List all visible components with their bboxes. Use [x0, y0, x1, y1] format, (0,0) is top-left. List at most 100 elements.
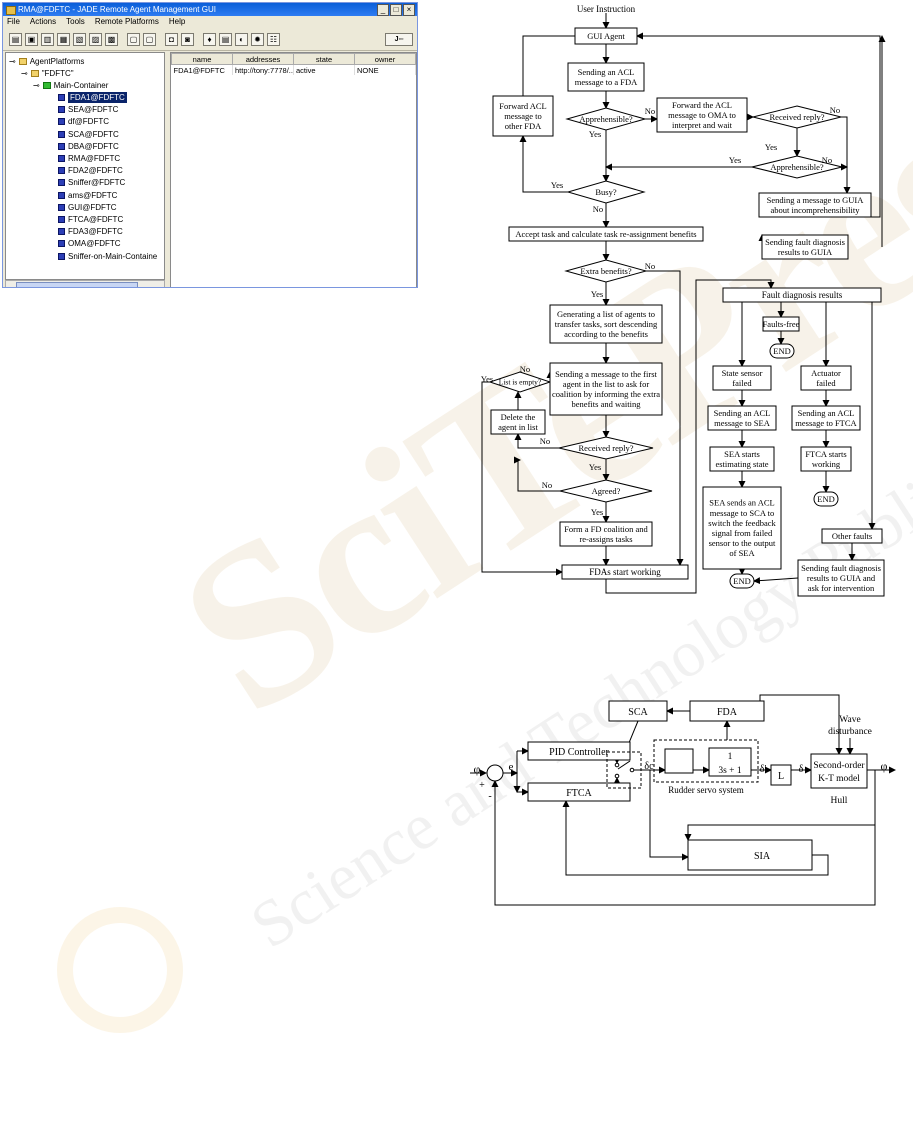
flow-label-send_fd_intervention: results to GUIA and	[807, 573, 876, 583]
tree-agent-item[interactable]: df@FDFTC	[58, 116, 109, 127]
stop-button[interactable]: ✹	[251, 32, 264, 46]
flow-edge-label: Yes	[589, 462, 601, 472]
column-header-addresses[interactable]: addresses	[232, 53, 294, 65]
delta-label: δ	[799, 764, 804, 775]
kt-label-2: K-T model	[818, 774, 860, 784]
switch-contact	[629, 767, 635, 773]
flow-label-forward_oma: message to OMA to	[668, 110, 736, 120]
phi-output: φ	[881, 759, 888, 773]
flow-label-end_1: END	[773, 346, 790, 356]
tree-agent-item[interactable]: GUI@FDFTC	[58, 202, 117, 213]
flow-label-form_fd: Form a FD coalition and	[564, 524, 648, 534]
tree-agent-item[interactable]: DBA@FDFTC	[58, 141, 119, 152]
resume-button[interactable]: ▦	[57, 32, 70, 46]
flow-edge-label: No	[645, 106, 655, 116]
menu-actions[interactable]: Actions	[29, 17, 57, 26]
migrate-button[interactable]: ▨	[89, 32, 102, 46]
flow-label-forward_oma: interpret and wait	[672, 120, 733, 130]
tree-agent-item[interactable]: FDA2@FDFTC	[58, 165, 123, 176]
menu-help[interactable]: Help	[168, 17, 186, 26]
agent-icon	[58, 228, 65, 236]
sniffer-button[interactable]: ◘	[165, 32, 178, 46]
column-header-owner[interactable]: owner	[354, 53, 416, 65]
flow-edge-label: Yes	[591, 507, 603, 517]
ftca-label: FTCA	[566, 788, 592, 799]
load-button[interactable]: ▢	[143, 32, 156, 46]
tree-agent-item[interactable]: SCA@FDFTC	[58, 129, 119, 140]
flow-label-generate_list: Generating a list of agents to	[557, 309, 655, 319]
column-header-state[interactable]: state	[293, 53, 355, 65]
flow-terminal-end_2	[813, 491, 839, 507]
settings-button[interactable]: ◐	[235, 32, 248, 46]
table-row[interactable]: FDA1@FDFTC http://tony:7778/... active N…	[171, 64, 416, 75]
close-button[interactable]: ×	[403, 4, 415, 16]
tree-agent-item[interactable]: FDA3@FDFTC	[58, 226, 123, 237]
flow-edge	[636, 32, 881, 218]
flow-label-send_first_agent: Sending a message to the first	[555, 369, 657, 379]
tree-agent-item[interactable]: RMA@FDFTC	[58, 153, 120, 164]
flow-edge-label: No	[540, 436, 550, 446]
flow-label-sea_sends: sensor to the output	[709, 538, 776, 548]
tree-agent-item[interactable]: Sniffer-on-Main-Containe	[58, 251, 157, 262]
flow-edge-label: Yes	[729, 155, 741, 165]
minimize-button[interactable]: _	[377, 4, 389, 16]
log-button[interactable]: ▤	[219, 32, 232, 46]
menu-tools[interactable]: Tools	[66, 17, 85, 26]
agent-tree[interactable]: ⊸AgentPlatforms ⊸"FDFTC" ⊸Main-Container…	[5, 52, 165, 280]
clone-button[interactable]: ▧	[73, 32, 86, 46]
tree-agent-item[interactable]: FTCA@FDFTC	[58, 214, 123, 225]
column-header-name[interactable]: name	[171, 53, 233, 65]
tree-agent-item[interactable]: SEA@FDFTC	[58, 104, 118, 115]
hull-label: Hull	[831, 796, 848, 806]
tree-agent-item[interactable]: Sniffer@FDFTC	[58, 177, 125, 188]
maximize-button[interactable]: □	[390, 4, 402, 16]
tools-button[interactable]: ☷	[267, 32, 280, 46]
flow-edge	[646, 270, 684, 566]
tree-agent-item[interactable]: OMA@FDFTC	[58, 238, 121, 249]
flow-label-fdas_working: FDAs start working	[589, 567, 661, 577]
flow-label-apprehensible_2: Apprehensible?	[770, 162, 824, 172]
kill-button[interactable]: ▩	[105, 32, 118, 46]
flow-label-send_acl_ftca: Sending an ACL	[798, 408, 855, 418]
flow-decision-received_reply_2	[558, 436, 654, 460]
suspend-button[interactable]: ▥	[41, 32, 54, 46]
window-title: RMA@FDFTC - JADE Remote Agent Management…	[18, 5, 216, 14]
flow-label-sea_sends: message to SCA to	[710, 508, 774, 518]
flow-node-other_faults	[821, 528, 883, 544]
menu-bar: File Actions Tools Remote Platforms Help	[3, 16, 417, 28]
menu-file[interactable]: File	[7, 17, 20, 26]
e-label: e	[509, 761, 514, 773]
flow-label-sea_starts: SEA starts	[724, 449, 760, 459]
tree-agent-label: DBA@FDFTC	[68, 141, 119, 151]
tree-agent-item[interactable]: FDA1@FDFTC	[58, 92, 127, 103]
introspector-button[interactable]: ♦	[203, 32, 216, 46]
agent-icon	[58, 106, 65, 114]
dummy-agent-button[interactable]: ◙	[181, 32, 194, 46]
save-button[interactable]: ▢	[127, 32, 140, 46]
flow-label-send_fd_intervention: Sending fault diagnosis	[801, 563, 881, 573]
plus-sign: +	[479, 780, 485, 791]
menu-remote-platforms[interactable]: Remote Platforms	[94, 17, 159, 26]
tf-num: 1	[728, 752, 733, 762]
tree-platform[interactable]: ⊸"FDFTC"	[21, 69, 74, 78]
signal-line	[759, 694, 843, 755]
pid-block	[527, 741, 631, 761]
agent-icon	[58, 167, 65, 175]
flow-node-gui_agent	[574, 27, 638, 45]
tree-horizontal-scrollbar[interactable]	[5, 280, 165, 287]
tree-root[interactable]: ⊸AgentPlatforms	[9, 57, 85, 66]
flow-label-delete_agent: Delete the	[501, 412, 536, 422]
agent-icon	[58, 94, 65, 101]
scrollbar-thumb[interactable]	[16, 282, 138, 287]
flow-label-send_fd_results: Sending fault diagnosis	[765, 237, 845, 247]
delta-prime-label: δ'	[760, 764, 767, 775]
flow-label-sea_sends: signal from failed	[712, 528, 773, 538]
open-button[interactable]: ▣	[25, 32, 38, 46]
cell-state: active	[293, 64, 355, 75]
tree-agent-item[interactable]: ams@FDFTC	[58, 190, 117, 201]
tree-container[interactable]: ⊸Main-Container	[33, 81, 109, 90]
minus-sign: -	[488, 791, 491, 802]
new-agent-button[interactable]: ▤	[9, 32, 22, 46]
